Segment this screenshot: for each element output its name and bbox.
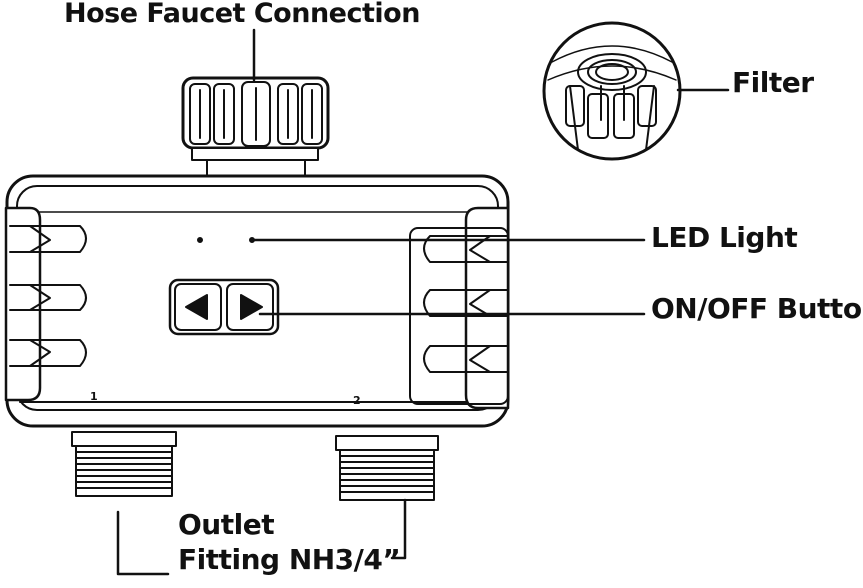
port-number-2: 2 [353, 394, 361, 407]
led-light-label: LED Light [651, 221, 798, 254]
on-off-button-label: ON/OFF Button [651, 292, 863, 325]
filter-inset [542, 21, 682, 161]
port-number-1: 1 [90, 390, 98, 403]
left-arrow-icon[interactable] [185, 294, 208, 320]
led-dot-1 [197, 237, 203, 243]
on-off-buttons[interactable] [168, 278, 280, 336]
outlet-label-line2: Fitting NH3/4” [178, 543, 401, 576]
outlet-2 [335, 435, 439, 501]
faucet-connector [181, 76, 330, 179]
outlet-1 [71, 431, 177, 497]
filter-label: Filter [732, 66, 814, 99]
leader-lines [116, 28, 730, 576]
right-arrow-icon[interactable] [240, 294, 263, 320]
hose-faucet-connection-label: Hose Faucet Connection [64, 0, 420, 29]
outlet-label-line1: Outlet [178, 508, 275, 541]
